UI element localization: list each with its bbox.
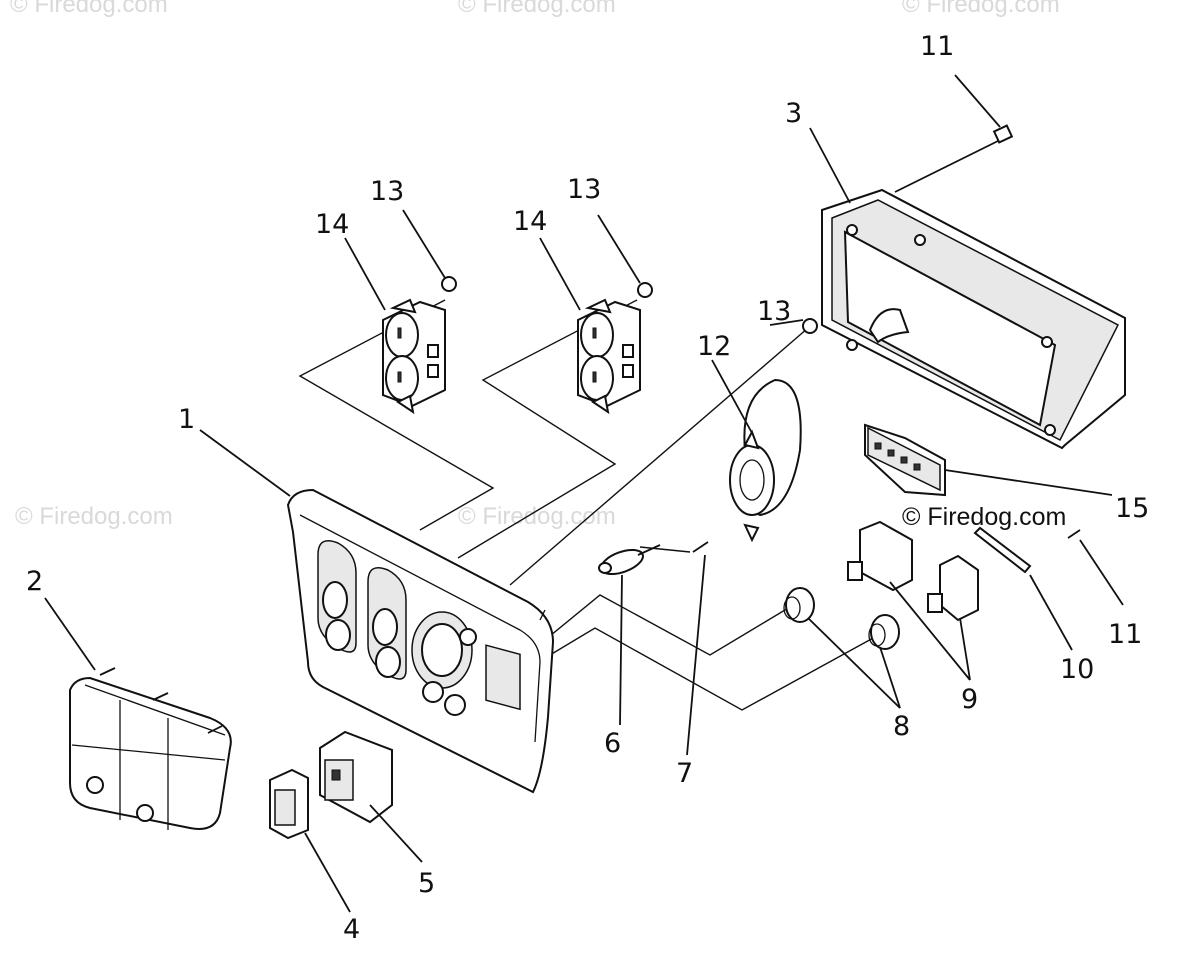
watermark-top-center: © Firedog.com <box>458 0 616 18</box>
wiring-lines <box>298 299 876 711</box>
leader-lines <box>44 74 1124 913</box>
callout-14-center: 14 <box>513 206 547 237</box>
plug-grommets <box>783 587 900 650</box>
rocker-switch-large <box>319 730 393 824</box>
callout-10: 10 <box>1060 654 1094 685</box>
twist-lock-receptacle <box>729 318 818 543</box>
watermark-mid-center: © Firedog.com <box>458 503 616 530</box>
callout-12: 12 <box>697 331 731 362</box>
callout-13-right: 13 <box>757 296 791 327</box>
callout-15: 15 <box>1115 493 1149 524</box>
callout-11-right: 11 <box>1108 619 1142 650</box>
rocker-switch-small <box>269 768 309 840</box>
indicator-lamp <box>598 544 661 576</box>
duplex-receptacle-left <box>382 276 457 415</box>
outlet-cover <box>69 667 232 830</box>
callout-1: 1 <box>178 404 195 435</box>
terminal-block <box>864 423 946 497</box>
callout-11-top: 11 <box>920 31 954 62</box>
callout-4: 4 <box>343 914 360 945</box>
callout-2: 2 <box>26 566 43 597</box>
callout-6: 6 <box>604 728 621 759</box>
duplex-receptacle-right <box>577 282 653 415</box>
callout-7: 7 <box>676 758 693 789</box>
callout-13-center: 13 <box>567 174 601 205</box>
circuit-breakers <box>847 520 979 622</box>
control-panel <box>286 488 555 794</box>
callout-9: 9 <box>961 684 978 715</box>
watermark-top-left: © Firedog.com <box>10 0 168 18</box>
screw-top <box>894 124 1014 193</box>
callout-3: 3 <box>785 98 802 129</box>
callout-5: 5 <box>418 868 435 899</box>
callout-14-left: 14 <box>315 209 349 240</box>
rear-box-housing <box>821 188 1126 450</box>
screw-small <box>692 541 709 553</box>
callout-13-left: 13 <box>370 176 404 207</box>
copyright-text: © Firedog.com <box>902 503 1066 531</box>
bus-bar <box>973 526 1032 574</box>
watermark-top-right: © Firedog.com <box>902 0 1060 18</box>
watermark-mid-left: © Firedog.com <box>15 503 173 530</box>
screw-right <box>1067 529 1081 539</box>
callout-8: 8 <box>893 711 910 742</box>
